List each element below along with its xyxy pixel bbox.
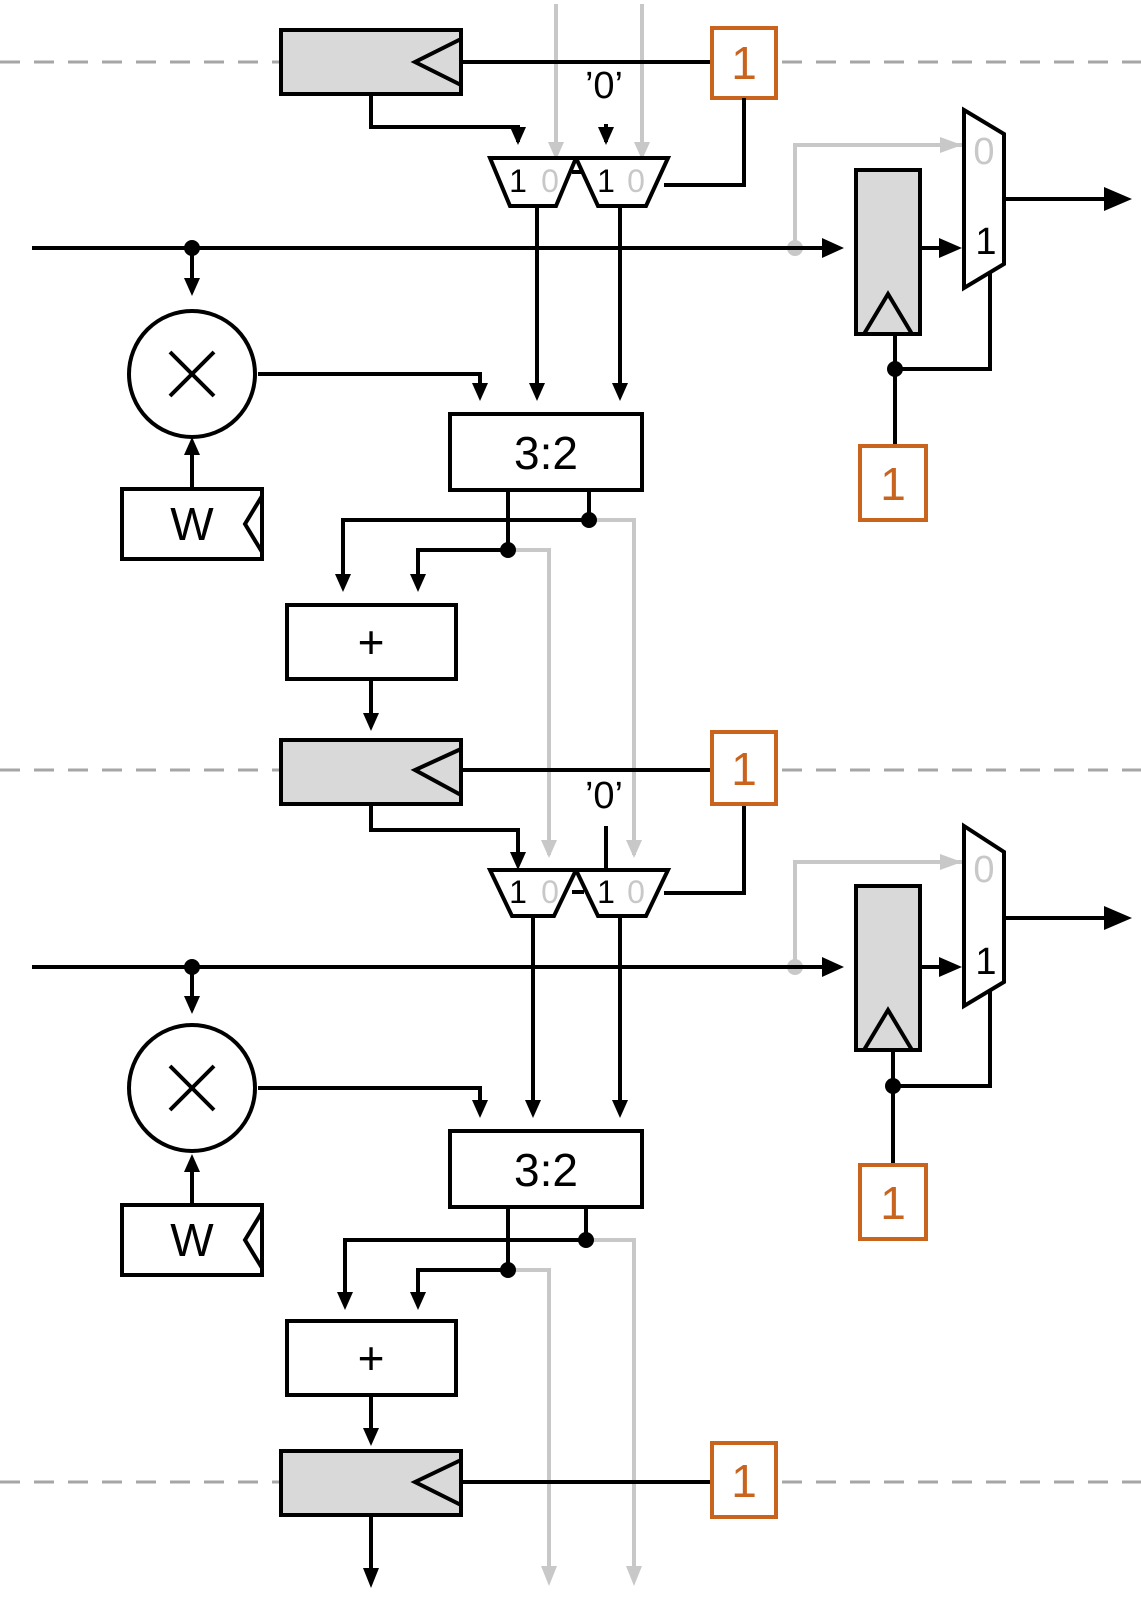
svg-text:1: 1 [509, 874, 527, 910]
output-register [854, 884, 922, 1052]
enable-box-right: 1 [858, 1163, 928, 1241]
mux-b: 1 0 [572, 156, 672, 208]
mux-b: 1 0 [572, 868, 672, 918]
enable-label: 1 [731, 37, 757, 89]
compressor-3to2: 3:2 [448, 1129, 644, 1209]
svg-text:1: 1 [731, 1455, 757, 1507]
svg-text:+: + [358, 616, 385, 668]
svg-text:0: 0 [627, 874, 645, 910]
mux-a: 1 0 [486, 868, 580, 918]
pipeline-stage-2: 1 [32, 730, 1132, 1588]
output-mux: 0 1 [962, 106, 1006, 292]
svg-text:1: 1 [597, 163, 615, 199]
compressor-3to2: 3:2 [448, 412, 644, 492]
svg-text:W: W [170, 498, 214, 550]
inactive-paths-stage-1 [507, 4, 962, 855]
enable-box-middle: 1 [461, 730, 778, 806]
bottom-register [279, 1449, 712, 1517]
constant-zero-label: ’0’ [585, 65, 623, 107]
middle-register [279, 738, 463, 806]
svg-text:1: 1 [509, 163, 527, 199]
svg-text:1: 1 [975, 941, 996, 983]
adder: + [285, 603, 458, 681]
svg-text:1: 1 [975, 221, 996, 263]
multiplier [127, 309, 257, 439]
output-mux: 0 1 [962, 822, 1006, 1010]
enable-box-right: 1 [858, 444, 928, 522]
pipeline-stage-1: 1 [32, 4, 1132, 858]
mux-a: 1 0 [487, 156, 579, 208]
weight-register: W [120, 487, 264, 561]
svg-text:1: 1 [880, 1177, 906, 1229]
constant-zero-label: ’0’ [585, 775, 623, 817]
svg-text:0: 0 [973, 131, 994, 173]
svg-text:W: W [170, 1214, 214, 1266]
svg-text:1: 1 [880, 458, 906, 510]
weight-register: W [120, 1203, 264, 1277]
svg-text:1: 1 [597, 874, 615, 910]
svg-text:0: 0 [973, 849, 994, 891]
top-register [279, 28, 463, 96]
svg-text:0: 0 [627, 163, 645, 199]
adder: + [285, 1319, 458, 1397]
svg-text:3:2: 3:2 [514, 1144, 578, 1196]
svg-text:1: 1 [731, 743, 757, 795]
svg-text:0: 0 [541, 874, 559, 910]
svg-text:+: + [358, 1332, 385, 1384]
output-register [854, 168, 922, 336]
svg-text:3:2: 3:2 [514, 427, 578, 479]
enable-box-bottom: 1 [710, 1441, 778, 1519]
svg-text:0: 0 [541, 163, 559, 199]
multiplier [127, 1023, 257, 1153]
